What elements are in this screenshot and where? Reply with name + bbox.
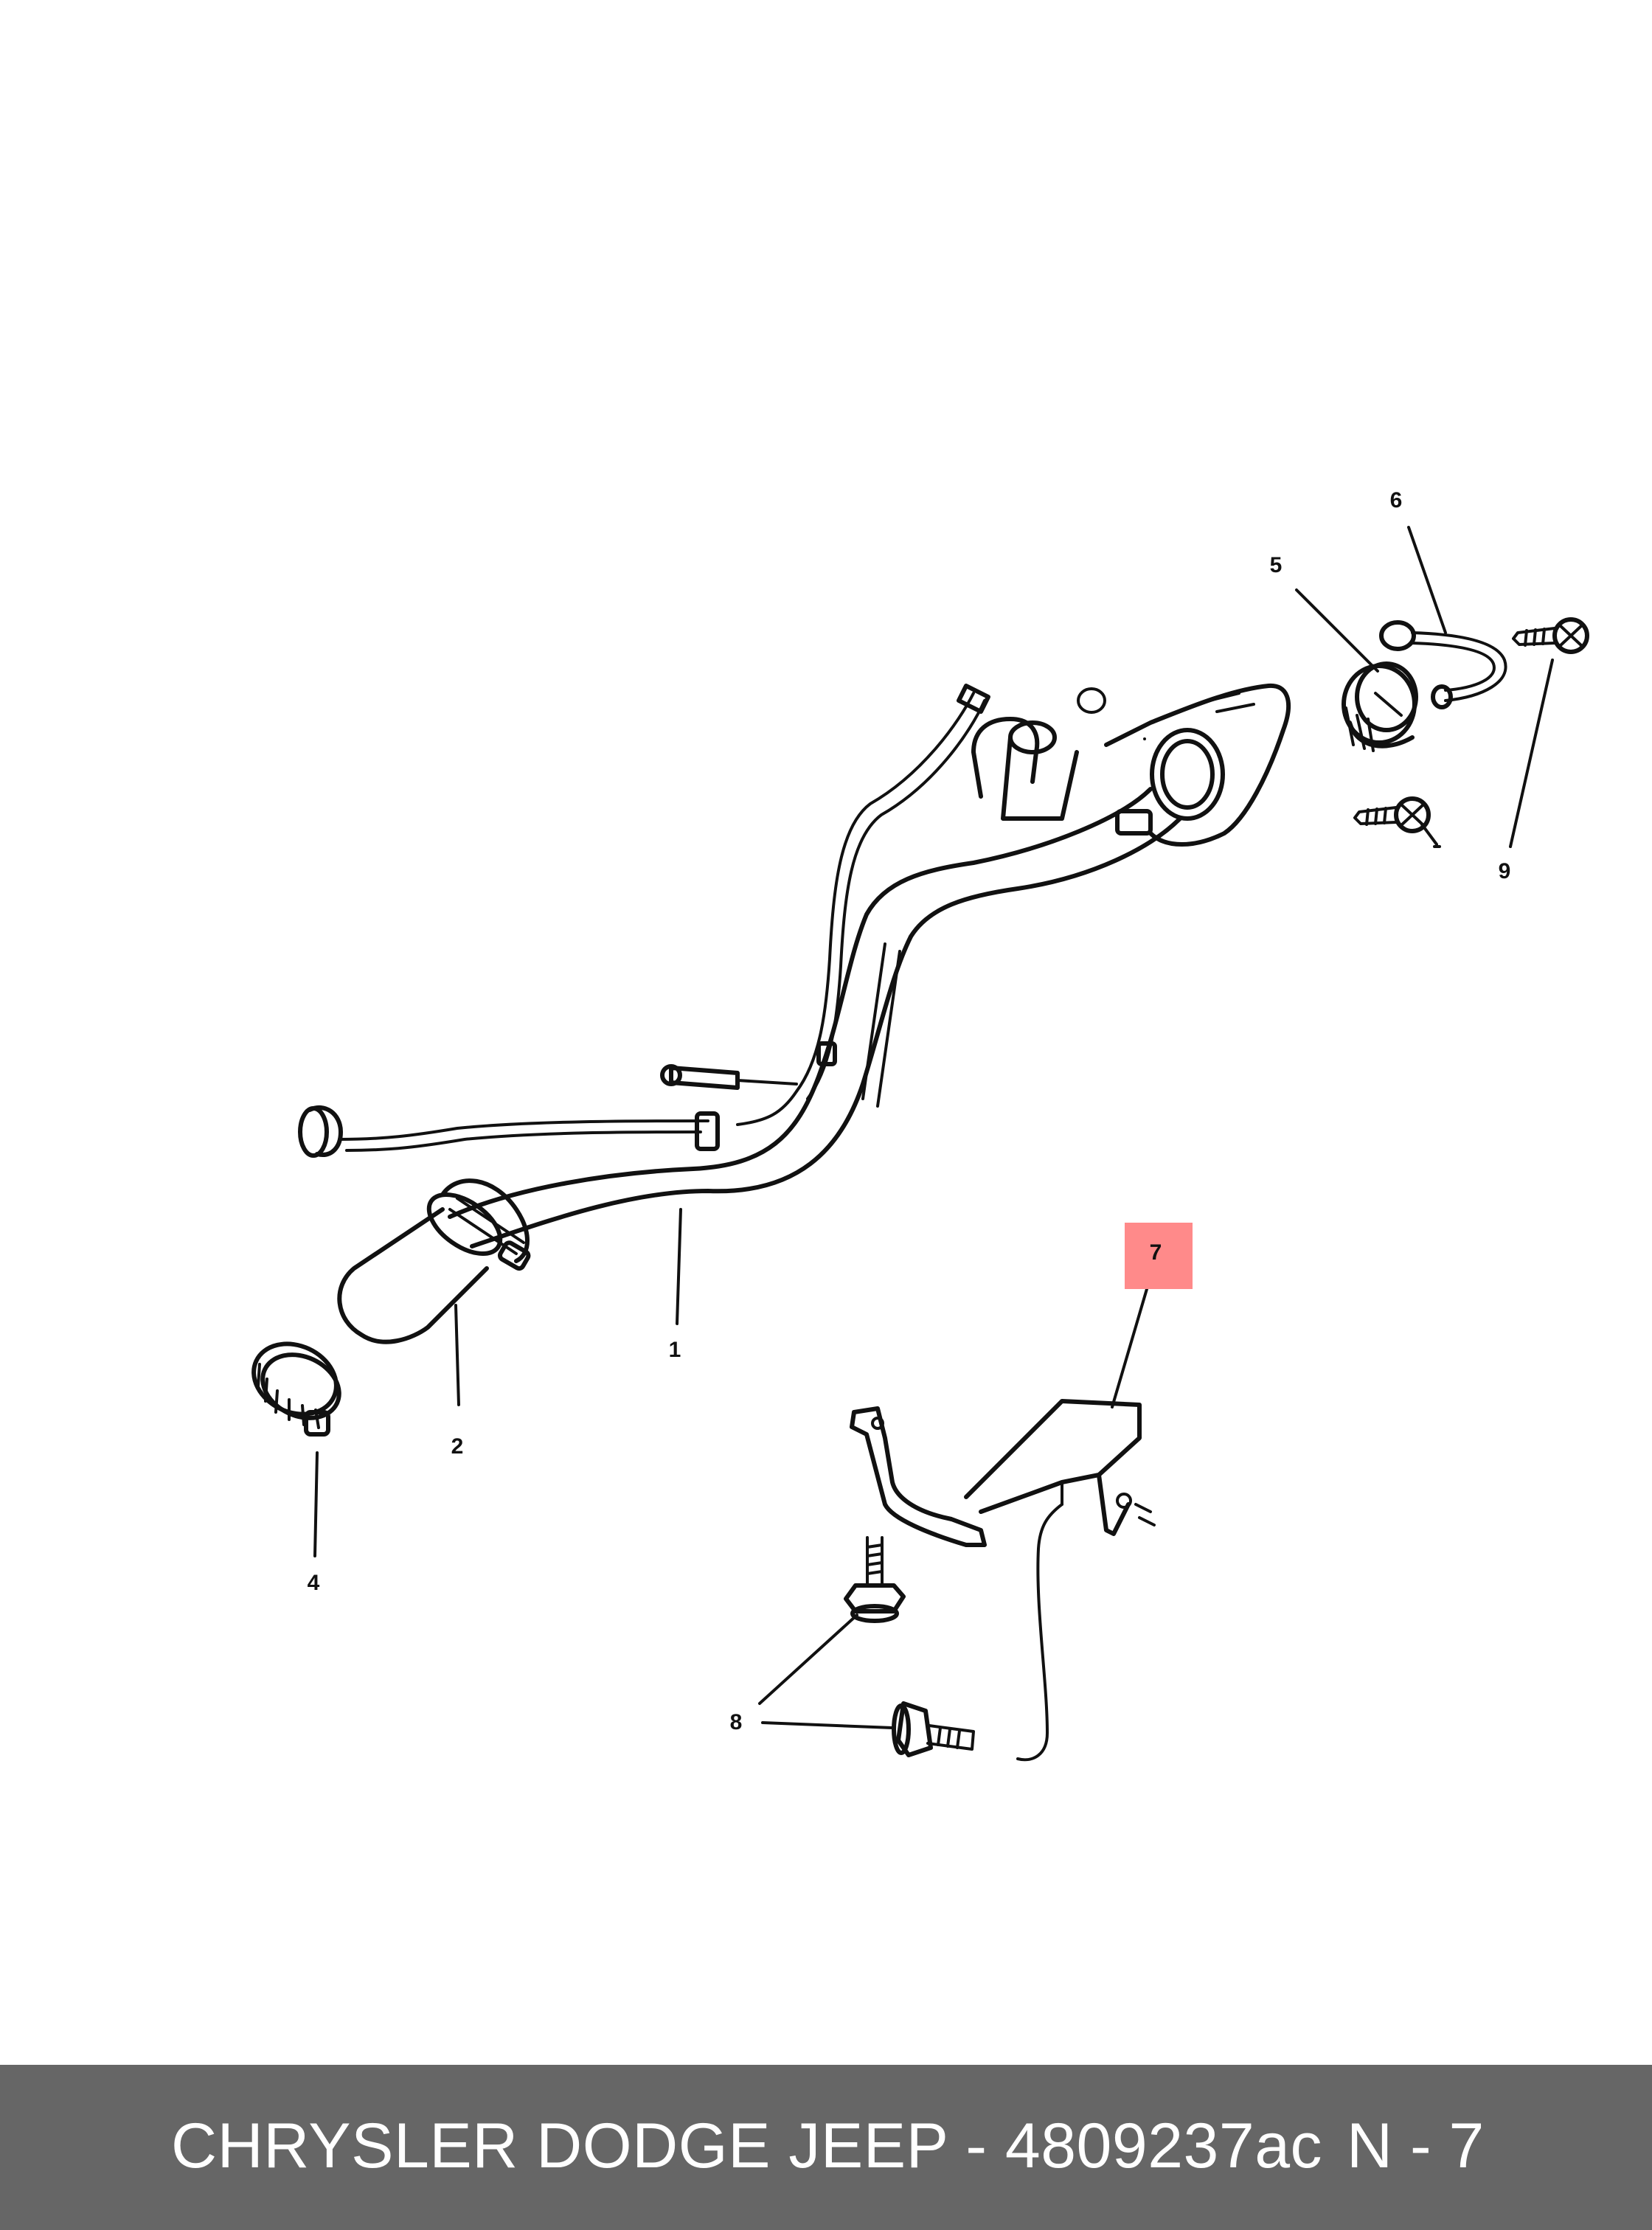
callout-2: 2: [451, 1434, 464, 1459]
callout-6: 6: [1390, 488, 1403, 513]
leader-lines: [313, 526, 1554, 1729]
callout-7: 7: [1150, 1240, 1162, 1265]
callout-5: 5: [1270, 553, 1283, 577]
bolt-horizontal: [892, 1701, 975, 1757]
callout-9-lower: 9: [1499, 859, 1511, 883]
callout-7-highlight: [1125, 1223, 1193, 1289]
filler-tube: [298, 683, 1291, 1344]
hose-clamp: [251, 1341, 341, 1437]
callout-labels: 1 2 4 5 6 7 8 9: [308, 488, 1511, 1734]
callout-4: 4: [308, 1571, 320, 1595]
page-reference-text: N - 7: [1347, 2111, 1485, 2181]
parts-diagram: 1 2 4 5 6 7 8 9: [251, 488, 1589, 1762]
part-number-text: CHRYSLER DODGE JEEP - 4809237ac: [171, 2111, 1323, 2181]
heat-shield: [850, 1399, 1156, 1762]
callout-1: 1: [669, 1338, 681, 1362]
bolt-vertical: [844, 1536, 906, 1623]
fuel-cap: [1342, 661, 1418, 752]
footer-bar: CHRYSLER DODGE JEEP - 4809237ac N - 7: [0, 2065, 1652, 2230]
cap-tether: [1379, 620, 1507, 709]
screw-lower: [1353, 796, 1431, 833]
screw-upper: [1512, 617, 1589, 654]
callout-8: 8: [730, 1710, 743, 1734]
